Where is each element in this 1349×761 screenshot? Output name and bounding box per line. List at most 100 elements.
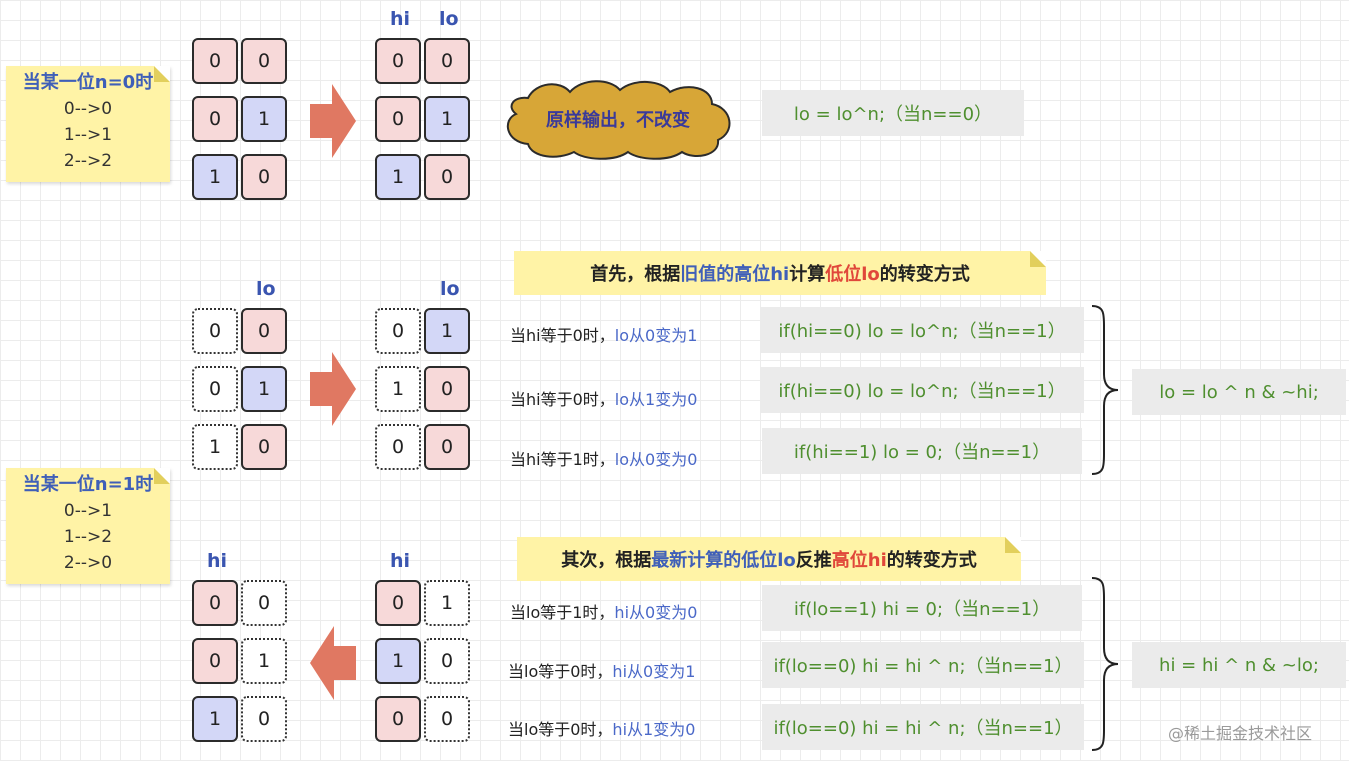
condition-text: 当hi等于0时，lo从1变为0 [510,386,697,410]
bit-cell-lo: 0 [424,424,470,470]
bit-cell-hi: 0 [192,96,238,142]
note-n0-line: 0-->0 [63,99,113,119]
label-hi: hi [390,550,411,572]
bit-cell-hi: 0 [375,580,421,626]
condition-part: hi从0变为0 [614,603,698,622]
condition-part: 当hi等于0时， [510,326,615,345]
bit-cell-lo: 1 [424,580,470,626]
bit-cell-hi: 0 [375,38,421,84]
bit-cell-hi: 0 [375,424,421,470]
condition-part: lo从0变为0 [614,450,698,469]
bit-cell-lo: 0 [424,154,470,200]
bit-cell-lo: 0 [241,580,287,626]
bit-cell-hi: 0 [192,308,238,354]
bit-cell-lo: 0 [241,696,287,742]
condition-part: hi从0变为1 [612,662,696,681]
banner-part: 的转变方式 [886,550,977,571]
right-arrow-icon [310,352,356,426]
bit-cell-lo: 1 [241,638,287,684]
banner-part: 首先，根据 [590,264,681,285]
bit-cell-lo: 1 [241,96,287,142]
bit-cell-hi: 0 [192,580,238,626]
bit-cell-hi: 1 [192,696,238,742]
condition-part: 当lo等于1时， [510,603,615,622]
note-n1-line: 1-->2 [63,527,113,547]
code-line: if(hi==0) lo = lo^n;（当n==1） [760,307,1084,353]
banner-part: 高位hi [831,550,887,571]
banner-part: 其次，根据 [561,550,652,571]
bit-cell-hi: 0 [375,96,421,142]
watermark: @稀土掘金技术社区 [1168,724,1313,743]
banner-part: 计算 [789,264,826,285]
note-n1-title: 当某一位n=1时 [22,474,154,495]
left-arrow-icon [310,626,356,700]
condition-text: 当lo等于1时，hi从0变为0 [510,599,697,623]
condition-text: 当hi等于0时，lo从0变为1 [510,322,697,346]
bit-cell-hi: 1 [375,638,421,684]
note-n1-line: 0-->1 [63,501,113,521]
banner-part: 低位lo [825,264,880,285]
bit-cell-hi: 0 [192,366,238,412]
bit-cell-lo: 1 [241,366,287,412]
bit-cell-lo: 0 [241,38,287,84]
condition-part: 当hi等于1时， [510,450,615,469]
code-line: if(lo==1) hi = 0;（当n==1） [762,585,1082,631]
bit-cell-hi: 0 [375,308,421,354]
bit-cell-lo: 0 [241,154,287,200]
label-lo: lo [256,278,276,300]
bit-cell-hi: 0 [375,696,421,742]
banner-part: 最新计算的低位lo [651,550,796,571]
note-n0-line: 2-->2 [63,151,113,171]
condition-part: hi从1变为0 [612,720,696,739]
label-hi: hi [207,550,228,572]
note-n0: 当某一位n=0时 0-->0 1-->1 2-->2 [6,66,170,182]
banner-part: 的转变方式 [879,264,970,285]
note-n0-title: 当某一位n=0时 [22,72,154,93]
bit-cell-lo: 0 [424,638,470,684]
bit-cell-hi: 0 [192,38,238,84]
bit-cell-lo: 0 [424,38,470,84]
bit-cell-hi: 1 [375,154,421,200]
banner-part: 旧值的高位hi [680,264,790,285]
label-lo: lo [439,8,459,30]
bit-cell-lo: 1 [424,96,470,142]
bit-cell-hi: 1 [192,154,238,200]
note-fold [154,66,170,82]
label-hi: hi [390,8,411,30]
code-line: if(lo==0) hi = hi ^ n;（当n==1） [762,642,1084,688]
condition-part: 当lo等于0时， [508,662,613,681]
bit-cell-lo: 1 [424,308,470,354]
bit-cell-lo: 0 [424,696,470,742]
label-lo: lo [440,278,460,300]
condition-part: 当lo等于0时， [508,720,613,739]
right-brace-icon [1091,577,1119,751]
cloud-shape [506,80,731,160]
condition-part: lo从1变为0 [614,390,698,409]
bit-cell-lo: 0 [424,366,470,412]
code-line: if(hi==1) lo = 0;（当n==1） [762,428,1082,474]
code-line: if(lo==0) hi = hi ^ n;（当n==1） [762,704,1084,750]
note-n0-line: 1-->1 [63,125,113,145]
code-line: if(hi==0) lo = lo^n;（当n==1） [760,367,1084,413]
note-n1: 当某一位n=1时 0-->1 1-->2 2-->0 [6,468,170,584]
banner-fold [1030,251,1046,267]
banner-part: 反推 [795,550,832,571]
result-code: hi = hi ^ n & ~lo; [1132,642,1346,688]
condition-part: 当hi等于0时， [510,390,615,409]
condition-text: 当hi等于1时，lo从0变为0 [510,446,697,470]
bit-cell-hi: 0 [192,638,238,684]
bit-cell-lo: 0 [241,424,287,470]
note-fold [154,468,170,484]
bit-cell-hi: 1 [192,424,238,470]
bit-cell-hi: 1 [375,366,421,412]
bit-cell-lo: 0 [241,308,287,354]
condition-text: 当lo等于0时，hi从1变为0 [508,716,695,740]
code-n0: lo = lo^n;（当n==0） [762,90,1024,136]
note-n1-line: 2-->0 [63,553,113,573]
condition-text: 当lo等于0时，hi从0变为1 [508,658,695,682]
result-code: lo = lo ^ n & ~hi; [1132,369,1346,415]
right-arrow-icon [310,84,356,158]
right-brace-icon [1091,305,1119,475]
